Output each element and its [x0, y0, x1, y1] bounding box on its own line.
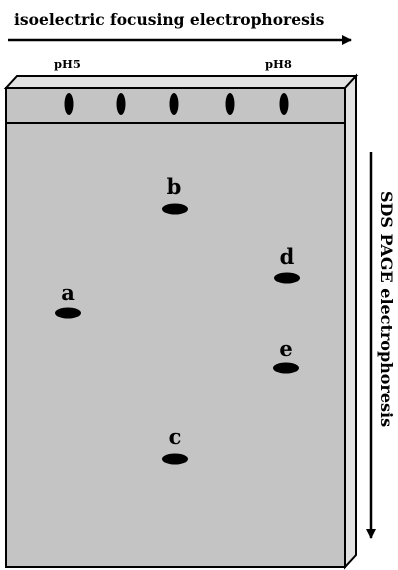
- ph-left-label: pH5: [54, 57, 81, 71]
- protein-spot-a: [55, 307, 81, 319]
- gel-side-edge: [344, 73, 357, 570]
- protein-spot-e: [273, 362, 299, 374]
- protein-spot-c: [162, 453, 188, 465]
- isoelectric-focusing-label: isoelectric focusing electrophoresis: [14, 10, 325, 29]
- ief-band: [116, 93, 126, 115]
- protein-spot-b: [162, 203, 188, 215]
- gel-top-edge: [3, 75, 359, 89]
- spot-label-b: b: [167, 174, 182, 199]
- spot-label-d: d: [280, 244, 295, 269]
- sds-page-label: SDS PAGE electrophoresis: [377, 191, 396, 427]
- gel-front-face: [5, 87, 346, 568]
- spot-label-c: c: [169, 424, 182, 449]
- ph-right-label: pH8: [265, 57, 292, 71]
- ief-band: [169, 93, 179, 115]
- ief-band: [225, 93, 235, 115]
- spot-label-e: e: [279, 336, 292, 361]
- spot-label-a: a: [61, 280, 75, 305]
- ief-band: [64, 93, 74, 115]
- protein-spot-d: [274, 272, 300, 284]
- ief-band: [279, 93, 289, 115]
